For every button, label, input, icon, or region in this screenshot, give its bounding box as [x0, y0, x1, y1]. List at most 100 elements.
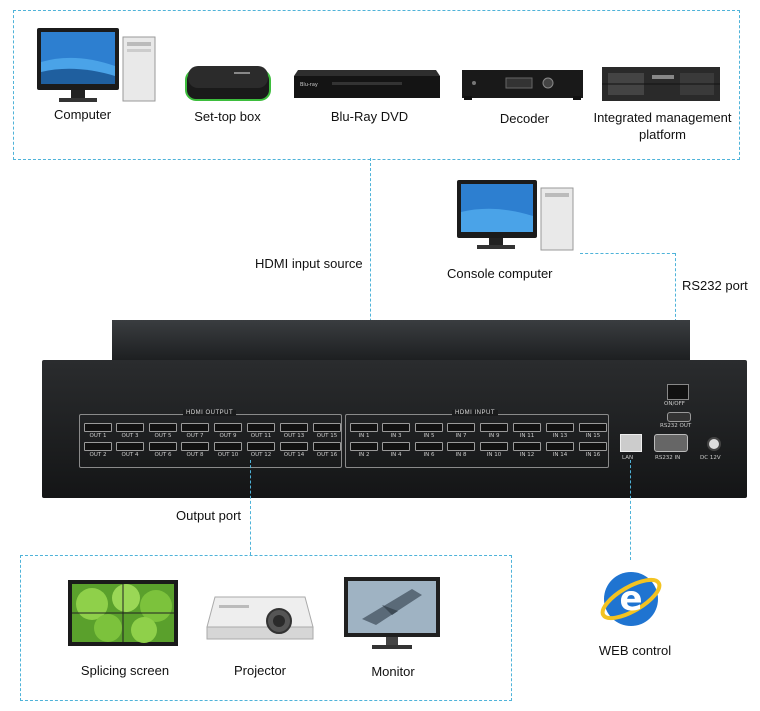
dc-12v-label: DC 12V: [700, 455, 721, 461]
lan-port[interactable]: [620, 434, 642, 452]
source-label-decoder: Decoder: [499, 111, 550, 126]
hdmi-output-port[interactable]: [214, 442, 242, 451]
hdmi-input-source-label: HDMI input source: [255, 256, 363, 271]
hdmi-input-port[interactable]: [350, 442, 378, 451]
hdmi-input-port[interactable]: [415, 442, 443, 451]
output-label-monitor: Monitor: [371, 664, 415, 679]
hdmi-output-port[interactable]: [84, 442, 112, 451]
management-platform-icon: [602, 67, 720, 101]
web-browser-icon: e: [600, 572, 662, 626]
rs232-out-port[interactable]: [667, 412, 691, 422]
hdmi-input-port[interactable]: [382, 442, 410, 451]
console-computer-icon: [457, 180, 574, 251]
hdmi-input-port[interactable]: [415, 423, 443, 432]
hdmi-input-port[interactable]: [513, 442, 541, 451]
hdmi-output-port[interactable]: [280, 423, 308, 432]
rs232-connector-horizontal: [580, 253, 675, 254]
output-label-splicing-screen: Splicing screen: [80, 663, 170, 678]
hdmi-output-port[interactable]: [84, 423, 112, 432]
hdmi-output-port-label: OUT 5: [154, 433, 172, 439]
hdmi-output-port-label: OUT 15: [316, 433, 338, 439]
rs232-port-label: RS232 port: [682, 278, 748, 293]
hdmi-input-port[interactable]: [480, 423, 508, 432]
set-top-box-icon: [185, 66, 271, 101]
source-label-set-top-box: Set-top box: [194, 109, 261, 124]
projector-icon: [206, 596, 314, 640]
bluray-player-icon: Blu-ray: [294, 70, 440, 98]
decoder-icon: [462, 70, 583, 100]
matrix-chassis-top: [112, 320, 690, 360]
rs232-in-port[interactable]: [654, 434, 688, 452]
input-sources-box: [13, 10, 740, 160]
hdmi-input-port[interactable]: [513, 423, 541, 432]
hdmi-output-port[interactable]: [313, 423, 341, 432]
hdmi-input-port-label: IN 4: [390, 452, 402, 458]
hdmi-output-port[interactable]: [149, 423, 177, 432]
hdmi-output-port[interactable]: [214, 423, 242, 432]
hdmi-output-port[interactable]: [116, 442, 144, 451]
hdmi-output-port-label: OUT 12: [250, 452, 272, 458]
splicing-screen-icon: [68, 580, 178, 646]
hdmi-input-port-label: IN 8: [455, 452, 467, 458]
hdmi-output-port[interactable]: [247, 442, 275, 451]
hdmi-input-port[interactable]: [546, 442, 574, 451]
hdmi-output-port-label: OUT 6: [154, 452, 172, 458]
hdmi-input-port-label: IN 10: [486, 452, 502, 458]
hdmi-input-title: HDMI INPUT: [452, 410, 498, 416]
hdmi-input-port-label: IN 2: [358, 452, 370, 458]
lan-connector: [630, 460, 631, 560]
hdmi-output-port-label: OUT 9: [219, 433, 237, 439]
hdmi-input-port[interactable]: [546, 423, 574, 432]
hdmi-output-port-label: OUT 8: [186, 452, 204, 458]
hdmi-output-port[interactable]: [116, 423, 144, 432]
source-label-bluray: Blu-Ray DVD: [330, 109, 409, 124]
hdmi-input-port-label: IN 1: [358, 433, 370, 439]
hdmi-output-port[interactable]: [181, 423, 209, 432]
hdmi-output-port-label: OUT 4: [121, 452, 139, 458]
hdmi-input-port-label: IN 16: [585, 452, 601, 458]
hdmi-input-port[interactable]: [579, 442, 607, 451]
source-label-management-line2: platform: [639, 127, 686, 142]
output-port-connector: [250, 460, 251, 555]
hdmi-output-port[interactable]: [247, 423, 275, 432]
rs232-in-label: RS232 IN: [655, 455, 681, 461]
dc-power-port[interactable]: [707, 437, 721, 451]
hdmi-output-port-label: OUT 2: [89, 452, 107, 458]
power-switch[interactable]: [667, 384, 689, 400]
hdmi-output-port[interactable]: [313, 442, 341, 451]
hdmi-input-port[interactable]: [447, 423, 475, 432]
source-label-management-line1: Integrated management: [593, 110, 732, 125]
hdmi-input-port[interactable]: [480, 442, 508, 451]
output-devices-box: [20, 555, 512, 701]
on-off-label: ON/OFF: [664, 401, 685, 407]
hdmi-input-port-label: IN 5: [423, 433, 435, 439]
hdmi-output-port[interactable]: [149, 442, 177, 451]
hdmi-output-port[interactable]: [280, 442, 308, 451]
web-control-label: WEB control: [598, 643, 672, 658]
hdmi-output-port-label: OUT 14: [283, 452, 305, 458]
hdmi-input-connector: [370, 158, 371, 402]
console-computer-label: Console computer: [447, 266, 553, 281]
lan-label: LAN: [622, 455, 634, 461]
source-label-computer: Computer: [53, 107, 112, 122]
hdmi-input-port-label: IN 6: [423, 452, 435, 458]
hdmi-output-port-label: OUT 1: [89, 433, 107, 439]
hdmi-output-port-label: OUT 11: [250, 433, 272, 439]
hdmi-input-port-label: IN 12: [519, 452, 535, 458]
desktop-computer-icon: [37, 28, 156, 102]
hdmi-input-port[interactable]: [579, 423, 607, 432]
hdmi-input-port[interactable]: [350, 423, 378, 432]
hdmi-input-port[interactable]: [382, 423, 410, 432]
hdmi-output-port-label: OUT 13: [283, 433, 305, 439]
hdmi-input-port-label: IN 15: [585, 433, 601, 439]
hdmi-output-port-label: OUT 10: [217, 452, 239, 458]
hdmi-output-port-label: OUT 7: [186, 433, 204, 439]
hdmi-output-port[interactable]: [181, 442, 209, 451]
hdmi-input-port-label: IN 14: [552, 452, 568, 458]
hdmi-input-port-label: IN 7: [455, 433, 467, 439]
hdmi-input-port[interactable]: [447, 442, 475, 451]
hdmi-input-port-label: IN 13: [552, 433, 568, 439]
